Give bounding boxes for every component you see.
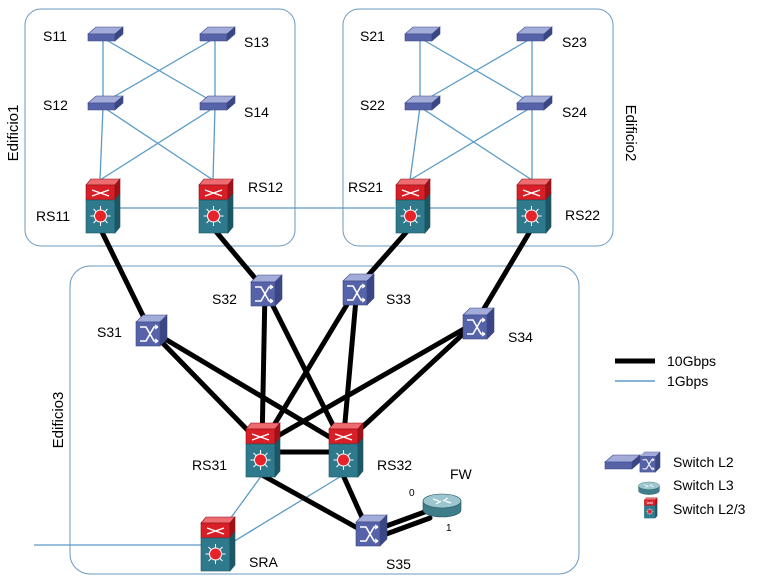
switch-s32[interactable] [250,274,283,307]
switch-rs32[interactable] [328,422,364,478]
building-label-edificio1: Edificio1 [5,105,22,162]
label-rs11: RS11 [36,208,70,224]
label-s34: S34 [508,329,533,345]
switch-rs22[interactable] [516,178,552,234]
legend-switch-l3-icon [638,481,660,495]
switch-s33[interactable] [342,273,375,306]
legend-switch-l3-label: Switch L3 [673,477,734,493]
label-s32: S32 [212,291,237,307]
label-rs21: RS21 [348,179,383,195]
label-s35: S35 [386,556,411,572]
label-s22: S22 [360,97,385,113]
label-fw: FW [450,466,473,482]
legend-switch-l2-label: Switch L2 [673,454,734,470]
switch-rs21[interactable] [395,178,431,234]
legend: 10Gbps 1Gbps Switch L2 Switch L3 Switch … [604,353,746,519]
legend-1gbps-label: 1Gbps [667,373,708,389]
legend-10gbps-label: 10Gbps [667,353,716,369]
switch-rs11[interactable] [85,178,121,234]
switch-s21[interactable] [404,26,441,42]
links-1gbps [34,37,533,546]
switch-s23[interactable] [516,26,553,42]
switch-s11[interactable] [87,26,124,42]
switch-s35[interactable] [355,514,388,547]
label-fw-port-1: 1 [446,523,452,534]
switch-s31[interactable] [135,314,168,347]
switch-rs12[interactable] [198,178,234,234]
legend-switch-l23-label: Switch L2/3 [673,501,746,517]
label-fw-port-0: 0 [409,488,415,499]
switch-s34[interactable] [462,307,495,340]
switch-sra[interactable] [200,516,236,572]
label-s21: S21 [360,28,385,44]
label-s13: S13 [244,34,269,50]
building-edificio2 [342,8,614,247]
router-fw[interactable] [422,493,462,518]
label-rs32: RS32 [377,457,412,473]
links-10gbps [97,225,535,543]
label-s33: S33 [386,291,411,307]
switch-s22[interactable] [404,95,441,111]
building-label-edificio2: Edificio2 [622,105,639,162]
label-s24: S24 [562,104,587,120]
label-sra: SRA [249,554,278,570]
switch-s13[interactable] [199,26,236,42]
switch-s24[interactable] [516,95,553,111]
switch-s14[interactable] [199,95,236,111]
label-rs22: RS22 [565,207,600,223]
switch-s12[interactable] [87,95,124,111]
label-s14: S14 [244,104,269,120]
label-s12: S12 [43,97,68,113]
switch-rs31[interactable] [245,422,281,478]
label-s31: S31 [97,324,122,340]
legend-switch-l23-icon [644,497,658,519]
label-rs31: RS31 [192,457,227,473]
legend-switch-l2-flat-icon [604,454,641,470]
label-s11: S11 [43,28,67,44]
label-s23: S23 [562,34,587,50]
building-edificio1 [24,8,296,247]
building-label-edificio3: Edificio3 [50,392,67,449]
legend-switch-l2-cube-icon [639,451,661,473]
building-edificio3 [69,265,580,575]
label-rs12: RS12 [248,179,283,195]
